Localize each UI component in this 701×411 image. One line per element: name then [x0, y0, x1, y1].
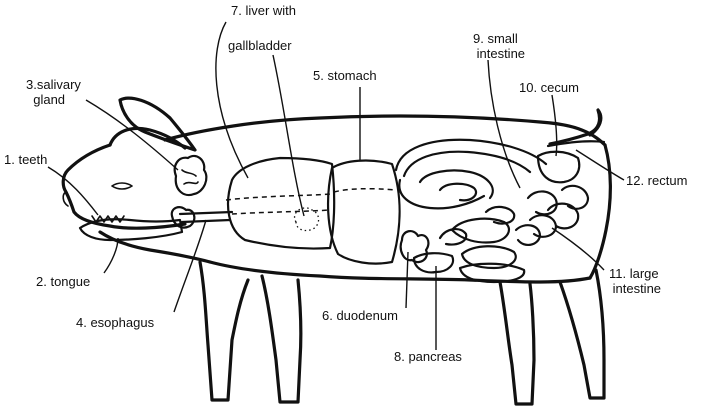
front-leg-right — [262, 276, 301, 402]
label-pancreas: 8. pancreas — [394, 349, 462, 364]
label-stomach: 5. stomach — [313, 68, 377, 83]
label-gallbladder: gallbladder — [228, 38, 292, 53]
large-intestine-coils — [516, 186, 588, 245]
label-teeth: 1. teeth — [4, 152, 47, 167]
ear — [120, 98, 195, 150]
label-cecum: 10. cecum — [519, 80, 579, 95]
cecum-shape — [538, 152, 579, 183]
label-tongue: 2. tongue — [36, 274, 90, 289]
salivary-gland-shape — [175, 156, 207, 195]
stomach-shape — [328, 161, 400, 264]
eye — [112, 183, 132, 189]
belly — [210, 262, 590, 282]
front-leg-left — [200, 262, 248, 400]
label-salivary-gland: 3.salivary gland — [26, 77, 81, 107]
organs — [80, 140, 604, 282]
label-large-intestine: 11. large intestine — [609, 266, 661, 296]
label-liver: 7. liver with — [231, 3, 296, 18]
hind-leg-left — [500, 282, 534, 404]
label-esophagus: 4. esophagus — [76, 315, 154, 330]
small-intestine-coils — [396, 140, 546, 282]
hind-leg-right — [560, 270, 604, 398]
label-rectum: 12. rectum — [626, 173, 687, 188]
label-small-intestine: 9. small intestine — [473, 31, 525, 61]
label-duodenum: 6. duodenum — [322, 308, 398, 323]
